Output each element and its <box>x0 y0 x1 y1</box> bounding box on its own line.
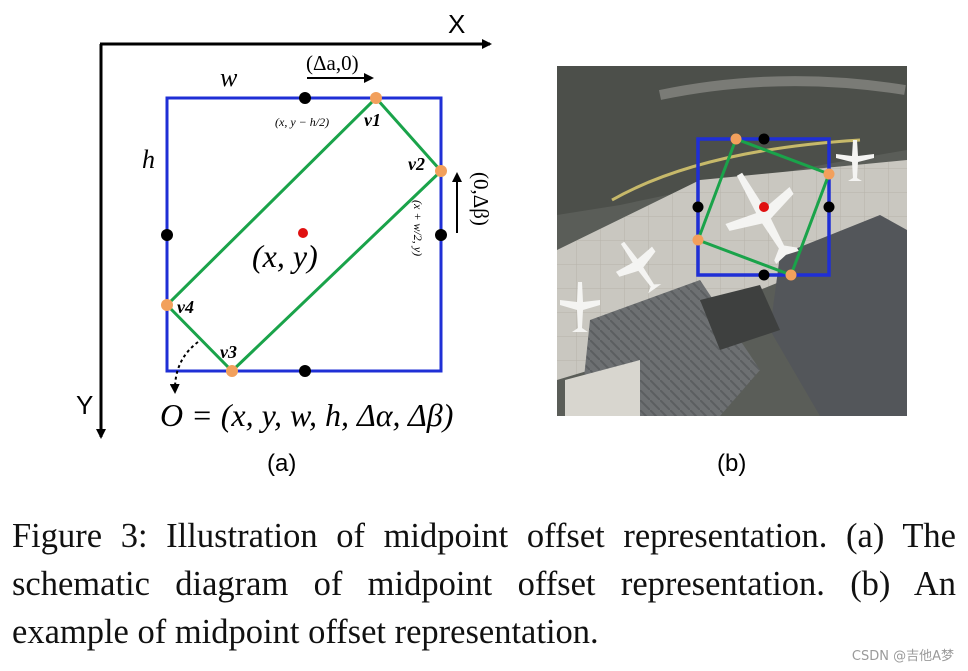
vertex-v1 <box>370 92 382 104</box>
bottom-midpoint <box>299 365 311 377</box>
example-bottom-midpoint <box>758 269 770 281</box>
offset-alpha-label: (Δa,0) <box>306 51 359 75</box>
top-midpoint <box>299 92 311 104</box>
v3-label: v3 <box>220 342 237 362</box>
vertex-v2 <box>435 165 447 177</box>
width-label: w <box>220 63 238 92</box>
airplanes <box>560 140 874 332</box>
example-vertex-v2 <box>823 168 835 180</box>
y-axis-label: Y <box>76 390 93 420</box>
example-right-midpoint <box>823 201 835 213</box>
x-axis-label: X <box>448 9 465 39</box>
example-top-midpoint <box>758 133 770 145</box>
schematic-diagram: w h (x, y) (Δa,0) (0,Δβ) (x, y − h/2) (x… <box>142 51 493 477</box>
figure-canvas: X Y w h (x, y) (Δa,0) (0,Δβ) (x, y − h/2… <box>76 9 907 477</box>
formula: O = (x, y, w, h, Δα, Δβ) <box>160 397 453 433</box>
watermark: CSDN @吉他A梦 <box>851 649 954 664</box>
origin-arrow <box>169 341 199 394</box>
left-midpoint <box>161 229 173 241</box>
aerial-example: (b) <box>557 66 907 477</box>
terminal-roof <box>770 215 907 416</box>
v1-label: v1 <box>364 110 381 130</box>
v4-label: v4 <box>177 297 194 317</box>
center-label: (x, y) <box>252 238 318 274</box>
v2-label: v2 <box>408 154 425 174</box>
offset-beta-label: (0,Δβ) <box>469 172 493 226</box>
vertex-v4 <box>161 299 173 311</box>
right-midpoint <box>435 229 447 241</box>
right-midpoint-coord: (x + w/2, y) <box>411 200 425 256</box>
center-point <box>298 228 308 238</box>
example-vertex-v3 <box>785 269 797 281</box>
height-label: h <box>142 145 155 174</box>
figure-caption: Figure 3: Illustration of midpoint offse… <box>12 517 956 651</box>
sublabel-a: (a) <box>267 450 296 477</box>
top-midpoint-coord: (x, y − h/2) <box>275 115 329 129</box>
axes: X Y <box>76 9 492 439</box>
example-vertex-v4 <box>692 234 704 246</box>
example-center-point <box>759 202 769 212</box>
sublabel-b: (b) <box>717 450 746 477</box>
vertex-v3 <box>226 365 238 377</box>
example-vertex-v1 <box>730 133 742 145</box>
example-left-midpoint <box>692 201 704 213</box>
